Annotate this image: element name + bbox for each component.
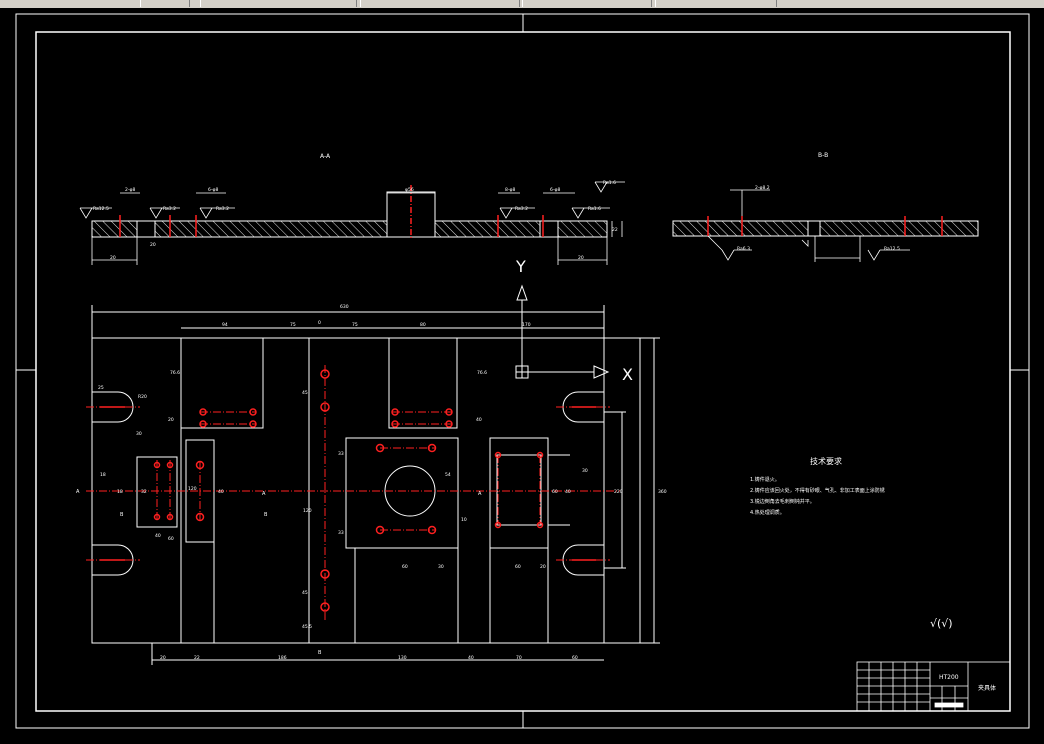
dim-6-phi8: 6-φ8 [208, 187, 218, 193]
dim-80: 80 [420, 322, 426, 328]
tech-item-4: 4.热处理调质。 [750, 509, 785, 516]
section-mark-a-left: A [76, 489, 80, 495]
plan-view [91, 305, 660, 665]
dim-b3: 186 [278, 655, 287, 661]
dim-8-phi8: 8-φ8 [505, 187, 515, 193]
section-mark-a-right: A [478, 491, 482, 497]
dim-s17: 45.5 [302, 624, 312, 630]
section-label-a: A-A [320, 153, 331, 160]
dim-s9: 30 [438, 564, 444, 570]
title-block [856, 661, 1011, 712]
roughness-r4: Ra3.2 [515, 206, 528, 212]
toolbar-color-combo[interactable] [360, 0, 520, 7]
section-label-b: B-B [818, 152, 828, 159]
section-mark-a-mid: A [262, 491, 266, 497]
tech-item-1: 1.铸件退火。 [750, 476, 780, 483]
dim-76b: 76.6 [477, 370, 487, 376]
dim-s13: 33 [338, 451, 344, 457]
dim-20: 20 [168, 417, 174, 423]
dim-s1: 18 [117, 489, 123, 495]
drawing-canvas[interactable]: A-A B-B Ra12.5 [0, 8, 1044, 740]
dim-r25: 25 [98, 385, 104, 391]
dim-s4: 40 [155, 533, 161, 539]
dim-overall: 630 [340, 304, 349, 310]
dim-thickness-22: 22 [612, 227, 618, 233]
tech-item-2: 2.铸件应该回火处，不得有砂眼、气孔、非加工表面上涂防锈 [750, 487, 885, 494]
dim-s18b: 60 [402, 564, 408, 570]
section-mark-b-right: B [318, 650, 322, 656]
dim-s8: 30 [582, 468, 588, 474]
section-mark-b-mid: B [264, 512, 268, 518]
title-material: HT200 [939, 674, 959, 681]
dim-s16: 45 [302, 390, 308, 396]
dim-b1: 20 [160, 655, 166, 661]
dim-step-20: 20 [150, 242, 156, 248]
dim-75b: 75 [352, 322, 358, 328]
dim-s15: 10 [461, 517, 467, 523]
dim-s16b: 45 [302, 590, 308, 596]
toolbar-button-group[interactable] [140, 0, 190, 7]
axis-y-label: Y [515, 257, 526, 276]
dim-0: 0 [318, 320, 321, 326]
dim-s2: 32 [141, 489, 147, 495]
ucs-icon [515, 284, 610, 379]
centering-marks [16, 14, 1029, 728]
tech-title: 技术要求 [810, 456, 842, 466]
toolbar-layer-combo[interactable] [200, 0, 357, 7]
roughness-r2: Ra3.2 [163, 206, 176, 212]
dim-s20b: 20 [540, 564, 546, 570]
plan-centerlines [86, 365, 620, 620]
dim-height: 360 [658, 489, 667, 495]
section-b-view: 2-φ8.2 Ra6.3 Ra12.5 [672, 185, 979, 262]
axis-x-label: X [622, 365, 633, 384]
roughness-r5: Ra1.6 [603, 180, 616, 186]
dim-s12: 40 [565, 489, 571, 495]
dim-b6: 70 [516, 655, 522, 661]
roughness-r8: Ra12.5 [884, 246, 900, 252]
dim-s7: 60 [552, 489, 558, 495]
dim-s11: 60 [515, 564, 521, 570]
dim-b2: 22 [194, 655, 200, 661]
dim-b4: 130 [398, 655, 407, 661]
dim-2-phi8-2: 2-φ8.2 [755, 185, 770, 191]
dim-s14: 33 [338, 530, 344, 536]
title-part-name: 夹具体 [978, 684, 996, 692]
dim-94: 94 [222, 322, 228, 328]
plan-holes [100, 369, 596, 612]
roughness-r6: Ra1.6 [588, 206, 601, 212]
dim-height2: 220 [614, 489, 623, 495]
dim-phi56: φ56 [405, 187, 414, 193]
roughness-r1: Ra12.5 [93, 206, 109, 212]
dim-75a: 75 [290, 322, 296, 328]
dim-2-phi8: 2-φ8 [125, 187, 135, 193]
dim-s5: 54 [445, 472, 451, 478]
dim-30: 30 [136, 431, 142, 437]
dim-40: 40 [476, 417, 482, 423]
dim-b5: 40 [468, 655, 474, 661]
tech-item-3: 3.锐边倒角去毛刺倒钝并平。 [750, 498, 815, 505]
section-a-view: Ra12.5 Ra3.2 Ra3.2 Ra3.2 Ra1.6 Ra1.6 2-φ… [79, 180, 625, 265]
roughness-r3: Ra3.2 [216, 206, 229, 212]
dim-18: 18 [100, 472, 106, 478]
drawing-svg: A-A B-B Ra12.5 [15, 13, 1030, 729]
toolbar-linetype-combo[interactable] [522, 0, 652, 7]
dim-s19: 60 [168, 536, 174, 542]
dim-6-phi8-b: 6-φ8 [550, 187, 560, 193]
dim-b7: 60 [572, 655, 578, 661]
section-mark-b-left: B [120, 512, 124, 518]
toolbar-lineweight-combo[interactable] [655, 0, 777, 7]
dim-left-20: 20 [110, 255, 116, 261]
dim-right-20: 20 [578, 255, 584, 261]
surface-note: √(√) [930, 617, 953, 630]
dim-170: 170 [522, 322, 531, 328]
dim-76a: 76.6 [170, 370, 180, 376]
roughness-r7: Ra6.3 [737, 246, 750, 252]
dim-s3: 40 [218, 489, 224, 495]
dim-r20: R20 [138, 394, 147, 400]
dim-s10: 120 [303, 508, 312, 514]
dim-s6: 120 [188, 486, 197, 492]
